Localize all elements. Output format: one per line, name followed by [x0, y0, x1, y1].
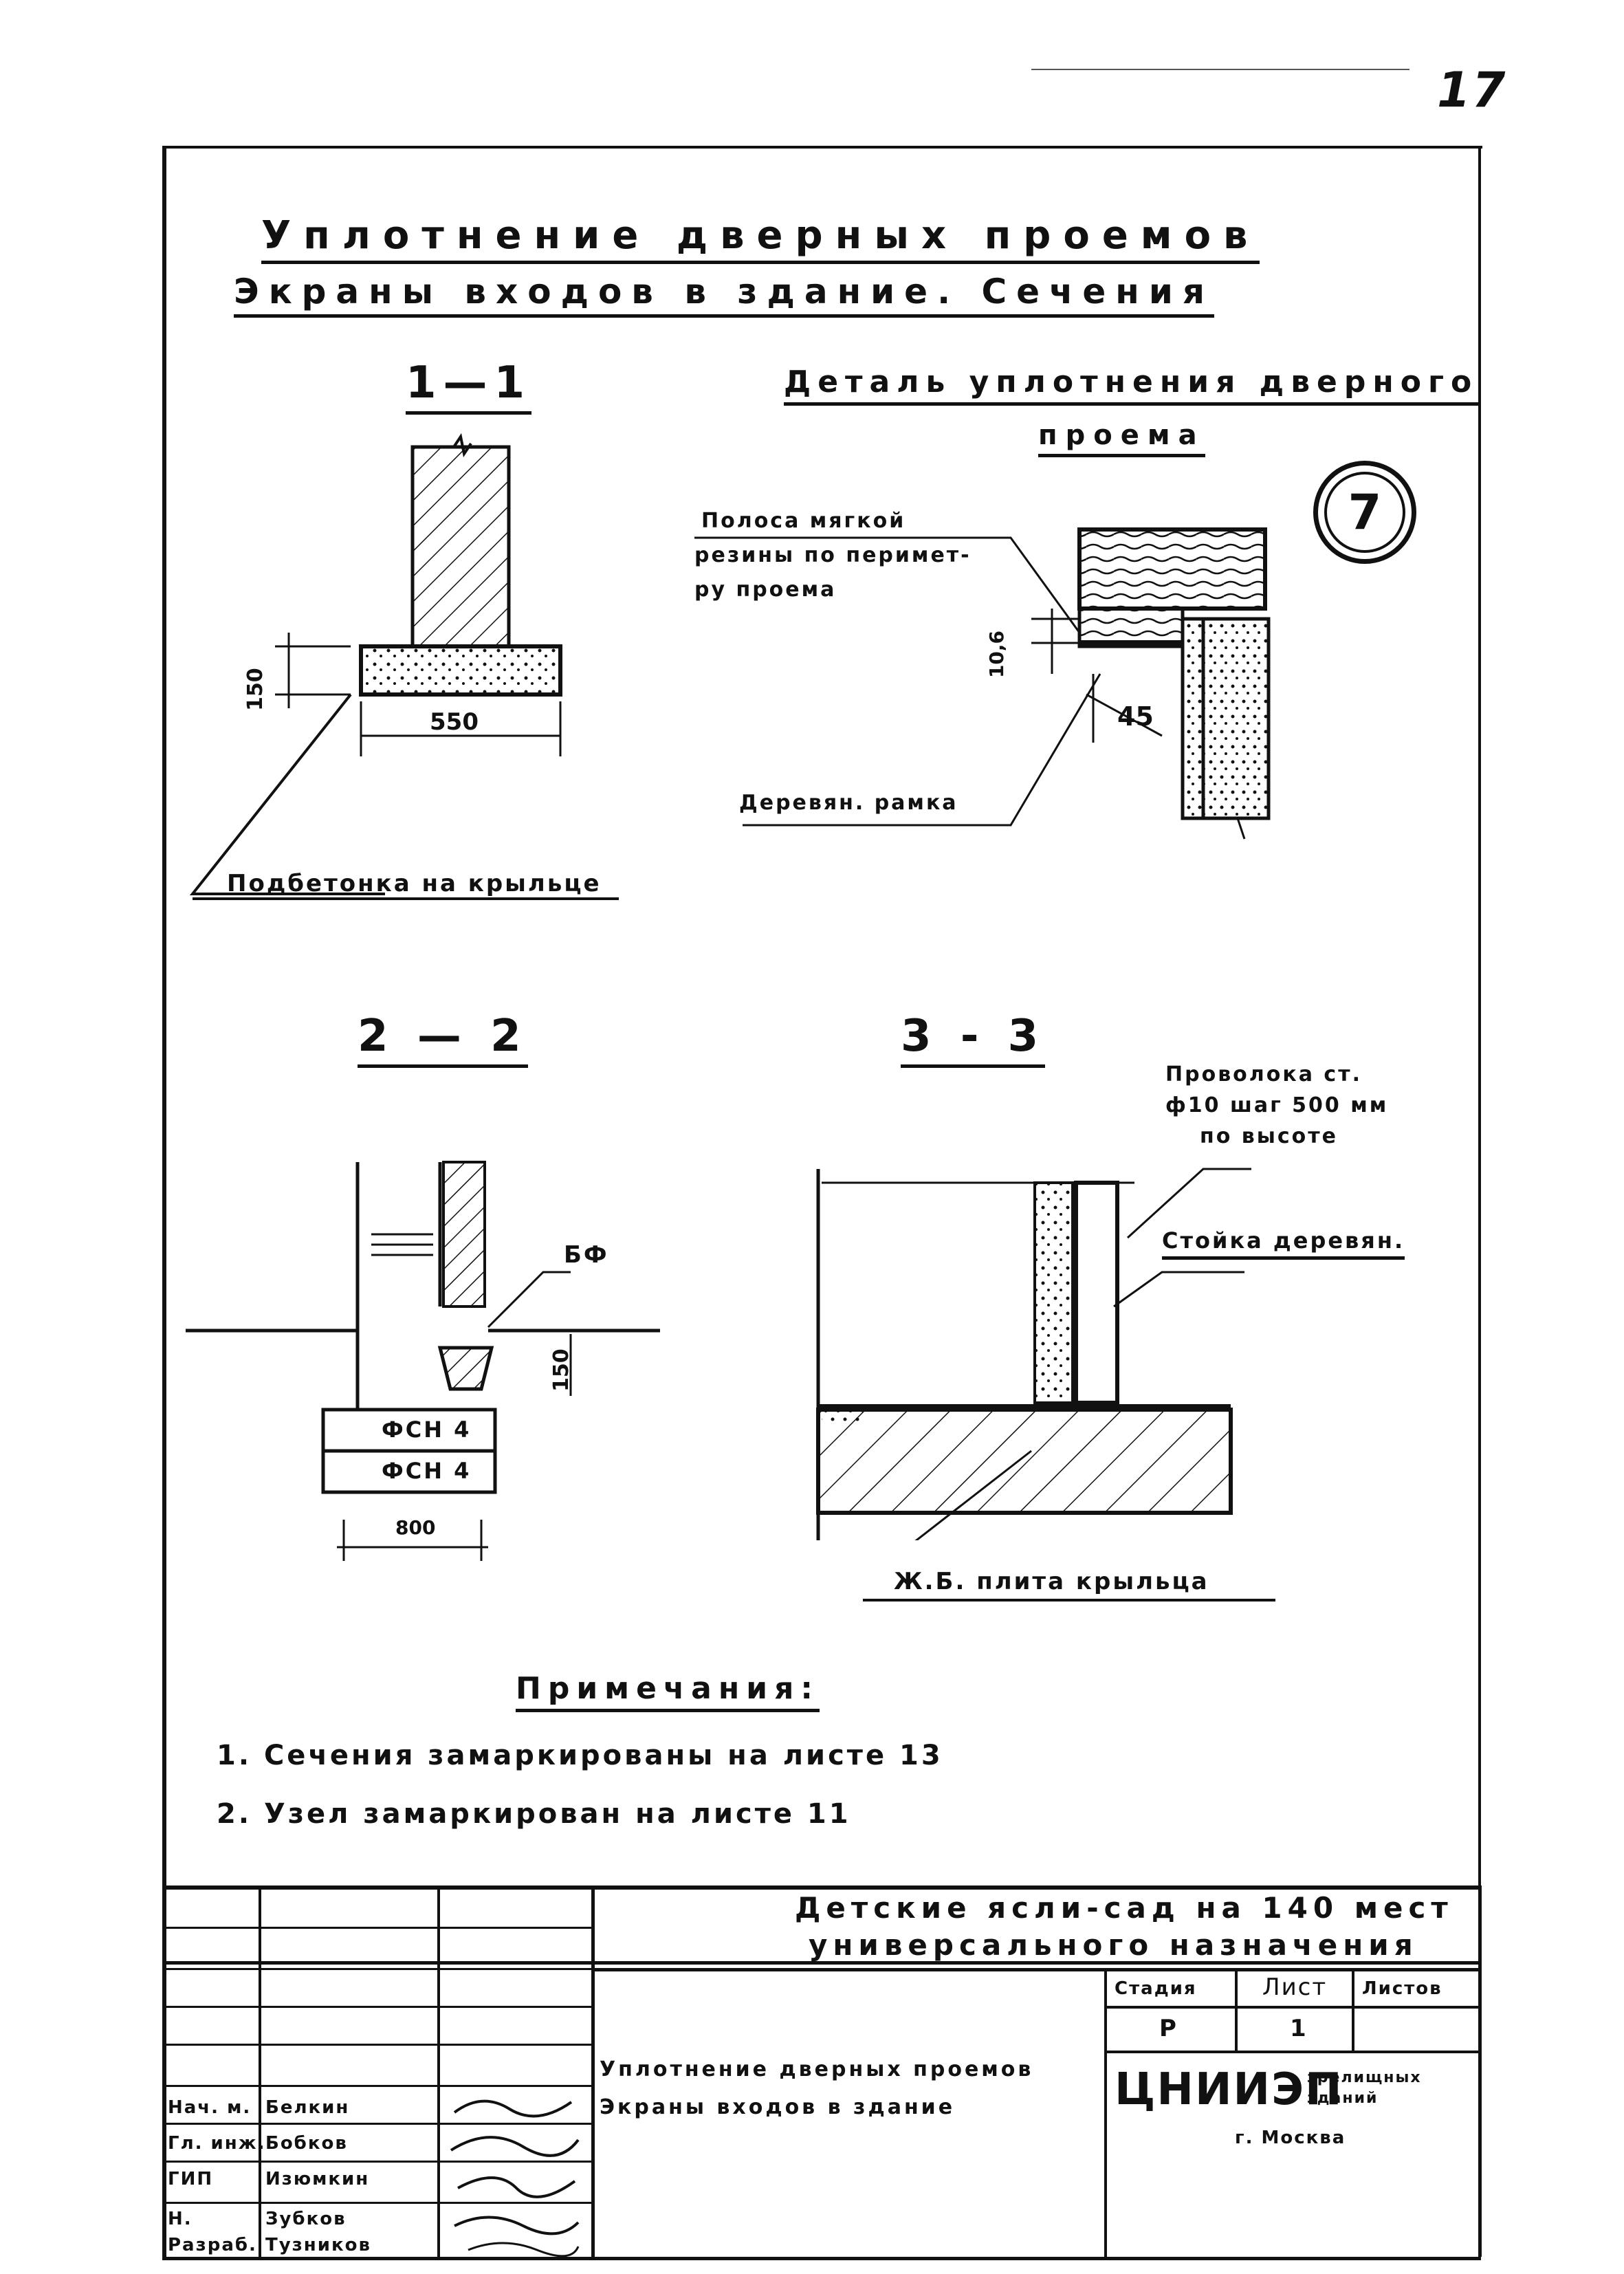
top-edge-mark [1031, 69, 1409, 70]
frame-left [162, 148, 166, 2231]
detail-title-line2: проема [1038, 419, 1205, 457]
detail-title-line1: Деталь уплотнения дверного [784, 364, 1479, 406]
callout-strip-1: Полоса мягкой [701, 509, 906, 533]
tb-name-5: Тузников [265, 2235, 371, 2255]
frame-right [1478, 146, 1481, 1968]
callout-frame: Деревян. рамка [739, 791, 958, 815]
sheet-title-line2: Экраны входов в здание. Сечения [234, 272, 1214, 318]
tb-col-sheet: Лист [1262, 1974, 1328, 2001]
tb-role-5: Разраб. [168, 2235, 257, 2255]
notes-item-1: 1. Сечения замаркированы на листе 13 [217, 1740, 943, 1771]
callout-strip-2: резины по перимет- [694, 543, 972, 567]
sheet-title-line1: Уплотнение дверных проемов [261, 213, 1260, 264]
tb-val-sheet: 1 [1290, 2015, 1308, 2042]
badge-number: 7 [1348, 484, 1382, 540]
callout-wire-2: ф10 шаг 500 мм [1165, 1093, 1389, 1117]
page-number: 17 [1437, 62, 1507, 118]
callout-slab-underline [863, 1599, 1275, 1601]
callout-wire-1: Проволока ст. [1165, 1062, 1362, 1086]
section-1-1-drawing [275, 433, 562, 756]
notes-item-2: 2. Узел замаркирован на листе 11 [217, 1798, 851, 1830]
tb-org: ЦНИИЭП [1115, 2064, 1343, 2115]
dim-150-s22: 150 [549, 1348, 573, 1392]
tb-role-1: Нач. м. [168, 2097, 252, 2118]
block-fsn-2: ФСН 4 [382, 1458, 472, 1484]
tb-col-stage: Стадия [1115, 1978, 1197, 1999]
tb-name-4: Зубков [265, 2209, 347, 2229]
signatures [450, 2099, 580, 2257]
section-3-3-drawing [816, 1168, 1251, 1540]
tb-role-4: Н. [168, 2209, 193, 2229]
section-3-3-label: 3 - 3 [901, 1011, 1046, 1068]
tb-name-2: Бобков [265, 2133, 348, 2154]
callout-post: Стойка деревян. [1162, 1227, 1405, 1260]
tb-sheet-title-line1: Уплотнение дверных проемов [600, 2057, 1034, 2081]
tb-name-1: Белкин [265, 2097, 350, 2118]
callout-lines-detail [694, 536, 1101, 827]
frame-bottom [162, 1961, 1481, 1965]
notes-heading: Примечания: [516, 1671, 820, 1712]
tb-role-2: Гл. инж. [168, 2133, 266, 2154]
detail-drawing [1031, 527, 1271, 840]
callout-podbetonka-underline [193, 897, 619, 900]
callout-line-s11 [189, 693, 385, 895]
tb-project-line1: Детские ясли-сад на 140 мест [795, 1891, 1453, 1925]
tb-project-line2: универсального назначения [809, 1928, 1418, 1962]
tb-sheet-title-line2: Экраны входов в здание [600, 2095, 956, 2119]
dim-800-s22: 800 [395, 1516, 436, 1539]
callout-wire-3: по высоте [1200, 1124, 1339, 1148]
section-2-2-label: 2 — 2 [358, 1011, 528, 1068]
title-block: Нач. м. Белкин Гл. инж. Бобков ГИП Изюмк… [162, 1885, 1482, 2260]
dim-550-s11: 550 [430, 708, 479, 736]
callout-podbetonka: Подбетонка на крыльце [227, 870, 602, 897]
detail-badge: 7 [1313, 461, 1416, 564]
frame-top [162, 146, 1482, 149]
block-fsn-1: ФСН 4 [382, 1417, 472, 1443]
tb-col-sheets: Листов [1362, 1978, 1442, 1999]
callout-strip-3: ру проема [694, 578, 837, 602]
tb-name-3: Изюмкин [265, 2169, 370, 2189]
section-1-1-label: 1—1 [406, 358, 532, 415]
tb-val-stage: Р [1159, 2015, 1178, 2042]
callout-bf: БФ [564, 1241, 609, 1269]
section-2-2-drawing [186, 1161, 660, 1561]
tb-role-3: ГИП [168, 2169, 214, 2189]
tb-org-sub: зрелищных зданий [1307, 2069, 1422, 2107]
dim-45-detail: 45 [1117, 701, 1154, 732]
callout-slab: Ж.Б. плита крыльца [894, 1568, 1209, 1595]
tb-city: г. Москва [1235, 2128, 1346, 2148]
